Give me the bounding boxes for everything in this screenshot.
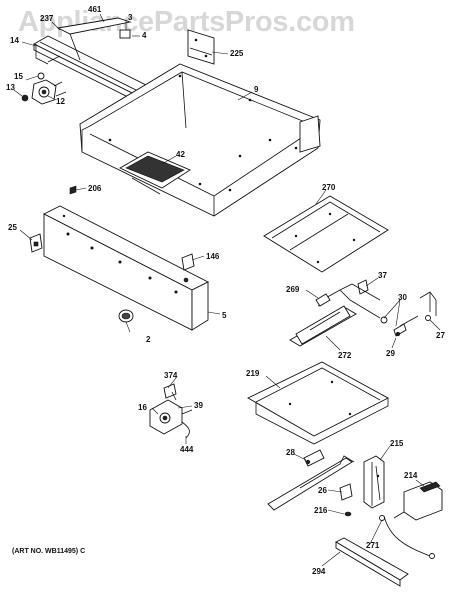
label-42: 42 [176,150,185,159]
label-27: 27 [436,331,445,340]
valve-fittings [21,72,67,105]
label-269: 269 [286,285,300,294]
bracket-37 [357,279,369,295]
igniter-214 [379,481,443,559]
label-219: 219 [246,369,260,378]
label-29: 29 [386,349,395,358]
label-225: 225 [230,49,244,58]
label-5: 5 [222,311,227,320]
label-206: 206 [88,184,102,193]
clip-146 [181,253,195,283]
heat-shield-270 [263,195,389,273]
bake-burner-assembly [267,449,385,517]
label-28: 28 [286,448,295,457]
bracket-294 [335,537,409,587]
label-294: 294 [312,567,326,576]
clip-25 [29,233,43,253]
bracket-225 [187,29,215,65]
label-374: 374 [164,371,178,380]
label-271: 271 [366,541,380,550]
label-216: 216 [314,506,328,515]
label-9: 9 [254,85,259,94]
label-26: 26 [318,486,327,495]
label-3: 3 [128,13,133,22]
label-215: 215 [390,439,404,448]
burner-box-9 [79,63,321,217]
label-146: 146 [206,252,220,261]
label-461: 461 [88,5,102,14]
label-30: 30 [398,293,407,302]
label-237: 237 [40,14,54,23]
screw-206 [69,185,77,195]
front-panel-5 [43,205,209,331]
label-214: 214 [404,471,418,480]
manifold-pipe-assembly [33,17,161,107]
broil-burner-assembly [289,283,437,347]
grommet-2 [118,309,134,323]
leader-lines [13,13,441,567]
label-12: 12 [56,97,65,106]
valve-16-assembly [149,383,193,439]
label-4: 4 [142,31,147,40]
label-16: 16 [138,403,147,412]
label-2: 2 [146,335,151,344]
label-37: 37 [378,271,387,280]
label-444: 444 [180,445,194,454]
label-15: 15 [14,72,23,81]
label-14: 14 [10,36,19,45]
baffle-219 [247,361,389,445]
label-13: 13 [6,83,15,92]
art-number-caption: (ART NO. WB11495) C [12,548,86,555]
label-270: 270 [322,183,336,192]
label-25: 25 [8,223,17,232]
label-272: 272 [338,351,352,360]
part-labels: 237 461 3 4 14 225 15 13 12 9 42 206 270… [6,5,445,576]
label-39: 39 [194,401,203,410]
